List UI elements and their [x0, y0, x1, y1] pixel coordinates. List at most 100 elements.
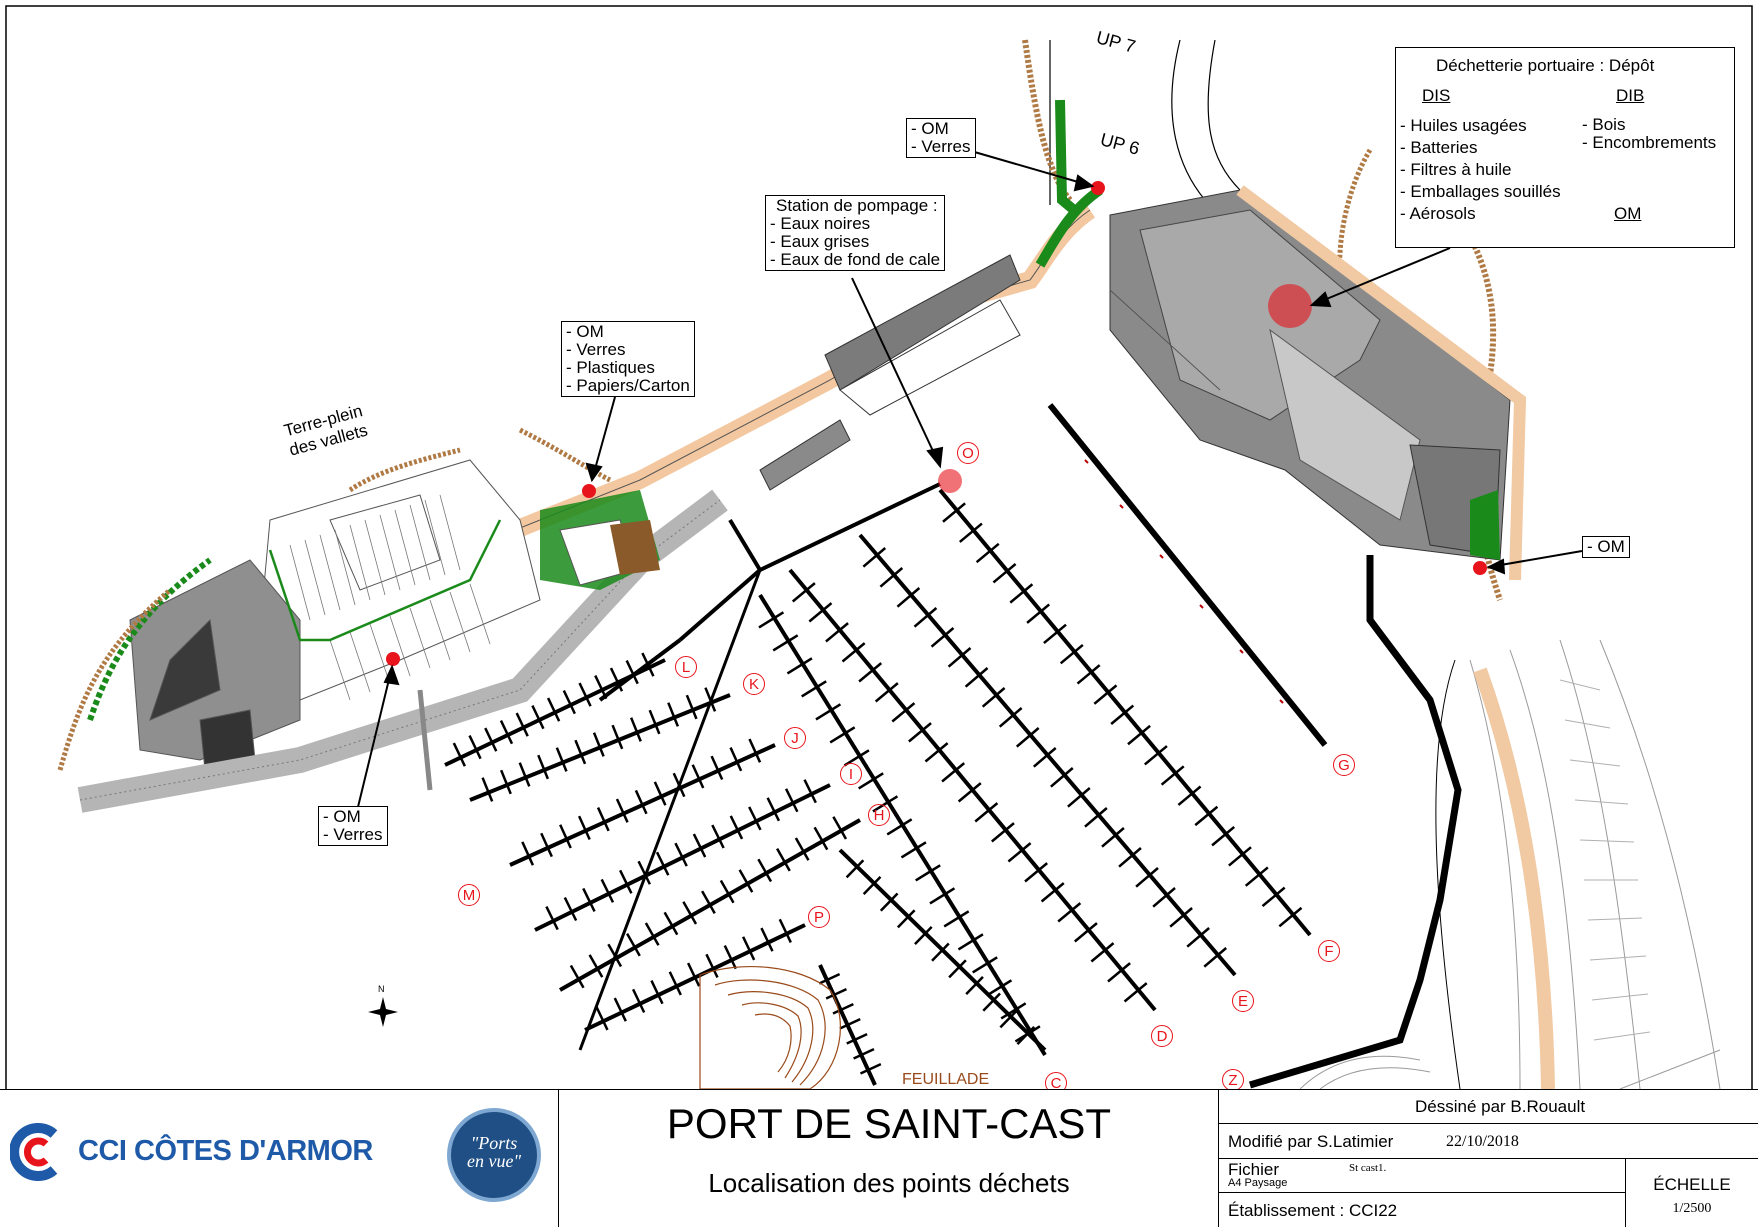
pontoon-l-finger	[625, 660, 635, 676]
pontoon-c-finger	[957, 938, 975, 951]
pontoon-e-finger	[927, 607, 938, 616]
pontoon-f-finger	[1191, 785, 1202, 795]
pontoon-l-finger	[616, 681, 624, 692]
pontoon-f-finger	[1177, 792, 1194, 806]
pontoon-i-finger	[766, 797, 776, 813]
cci-logo-icon	[10, 1123, 58, 1181]
pontoon-f-finger	[1006, 563, 1017, 572]
pontoon-h-south-finger	[914, 932, 927, 945]
pontoon-i-finger	[570, 911, 578, 922]
pontoon-i-finger	[748, 806, 758, 822]
plan-subtitle: Localisation des points déchets	[708, 1168, 1070, 1198]
pontoon-p-finger	[785, 933, 792, 943]
pier-label-m: M	[458, 884, 480, 906]
pontoon-j-finger	[653, 781, 663, 797]
pontoon-i-finger	[619, 869, 629, 886]
legend-dis-item: - Emballages souillés	[1400, 182, 1561, 201]
pontoon-f-finger	[1157, 745, 1168, 754]
pier-label-f: F	[1318, 940, 1340, 962]
pontoon-p-finger	[760, 927, 770, 944]
pontoon-d-finger	[991, 829, 1007, 843]
pontoon-j-finger	[577, 815, 587, 832]
pontoon-c-finger	[1001, 979, 1013, 988]
pontoon-f-finger	[1174, 765, 1185, 775]
pontoon-h-south-finger	[982, 999, 995, 1012]
pontoon-e-finger	[896, 594, 912, 608]
legend-om-header: OM	[1614, 204, 1642, 223]
pontoon-i-finger	[662, 866, 670, 876]
pontoon-p-finger	[602, 1020, 609, 1031]
pontoon-f-finger	[1211, 832, 1227, 847]
pontoon-l-finger	[601, 689, 608, 700]
pontoon-e-finger	[1067, 794, 1083, 808]
pontoon-d-finger	[924, 749, 941, 763]
pontoon-p-finger	[741, 936, 752, 952]
pontoon-k-finger	[685, 694, 695, 711]
dechetterie-legend: Déchetterie portuaire : Dépôt DIS DIB - …	[1395, 47, 1735, 248]
pontoon-h-south-finger	[999, 1015, 1012, 1029]
north-slope-terre-plein	[348, 447, 461, 493]
pontoon-f-finger	[975, 549, 992, 564]
pontoon-i-finger	[674, 842, 684, 859]
west-slope	[57, 588, 172, 771]
pontoon-j-finger	[672, 772, 682, 789]
pontoon-h-finger	[633, 946, 641, 957]
pontoon-p-finger	[668, 971, 678, 987]
pontoon-c-finger	[787, 634, 799, 643]
pontoon-h-finger	[794, 837, 805, 853]
pontoon-f-finger	[1124, 704, 1135, 714]
legend-dib-header: DIB	[1616, 86, 1645, 105]
pontoon-l-finger	[641, 652, 651, 669]
pontoon-h-finger	[757, 858, 768, 874]
pontoon-e-finger	[930, 634, 947, 648]
pontoon-j-finger	[634, 789, 644, 806]
pontoon-k-finger	[611, 724, 620, 741]
pontoon-j-finger	[710, 755, 720, 772]
pontoon-h-finger	[644, 922, 655, 938]
pontoon-c-finger	[900, 846, 918, 859]
pontoon-d-finger	[1057, 909, 1073, 923]
pontoon-h-finger	[776, 847, 787, 864]
pontoon-l-finger	[553, 711, 561, 722]
pontoon-l-finger	[484, 727, 494, 744]
pontoon-e-finger	[1046, 747, 1057, 756]
pontoon-l-finger	[522, 726, 529, 737]
legend-dis-header: DIS	[1422, 86, 1451, 105]
pontoon-e-finger	[961, 647, 972, 656]
pontoon-d-finger	[1004, 822, 1015, 831]
pontoon-i-finger	[784, 788, 795, 804]
pontoon-d-finger	[1121, 962, 1131, 971]
pontoon-h-finger	[671, 925, 679, 936]
pier-label-p: P	[808, 906, 830, 928]
pontoon-d-finger	[1007, 849, 1024, 863]
pontoon-f-finger	[1107, 684, 1118, 694]
pontoon-l-finger	[531, 705, 541, 721]
pontoon-h-south-finger	[924, 926, 933, 935]
pier-label-k: K	[743, 673, 765, 695]
pontoon-f-finger	[1110, 711, 1126, 725]
pontoon-h-south-finger	[975, 976, 984, 985]
pontoon-d-finger	[891, 709, 907, 723]
pontoon-c-finger	[972, 961, 989, 974]
pontoon-l-finger	[459, 756, 466, 767]
pontoon-p-south-finger	[860, 1048, 875, 1057]
pontoon-j-finger	[679, 787, 686, 798]
gangway	[417, 689, 433, 791]
west-parking	[129, 459, 541, 771]
pontoon-p-south-finger	[839, 1023, 849, 1030]
pumping-station-marker	[938, 469, 962, 493]
pontoon-f-finger	[1127, 731, 1143, 746]
legend-dis-item: - Batteries	[1400, 138, 1478, 157]
pier-label-h: H	[868, 804, 890, 826]
pontoon-h-south-finger	[907, 909, 916, 918]
pontoon-l-finger	[515, 712, 525, 729]
pontoon-c-finger	[801, 685, 818, 698]
pontoon-h-finger	[652, 936, 660, 946]
scale-label: ÉCHELLE	[1653, 1175, 1731, 1194]
pontoon-c-finger	[830, 703, 842, 712]
pontoon-h-finger	[607, 943, 618, 959]
pontoon-j-finger	[748, 738, 758, 755]
pontoon-p-finger	[595, 1006, 605, 1022]
pontoon-d-finger	[822, 602, 833, 611]
pontoon-l-finger	[594, 675, 604, 691]
